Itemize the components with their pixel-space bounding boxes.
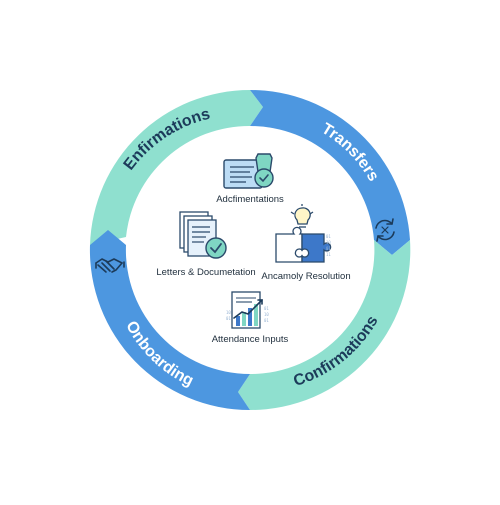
- center-label-ancamoly: Ancamoly Resolution: [261, 271, 351, 282]
- center-label-adcfimentations: Adcfimentations: [216, 194, 284, 205]
- svg-text:10: 10: [264, 312, 269, 317]
- svg-text:10: 10: [326, 240, 331, 245]
- refresh-icon: [375, 218, 395, 242]
- cycle-segment-onboarding: [89, 230, 250, 410]
- svg-text:01: 01: [226, 316, 231, 321]
- svg-text:01: 01: [264, 318, 269, 323]
- center-label-letters: Letters & Documetation: [156, 267, 256, 278]
- handshake-icon: [95, 258, 125, 273]
- certificate-document-icon: [223, 153, 274, 189]
- cycle-segment-transfers: [250, 89, 410, 255]
- svg-text:10: 10: [226, 310, 231, 315]
- stacked-letters-icon: [179, 211, 227, 259]
- svg-text:01: 01: [264, 306, 269, 311]
- svg-text:01: 01: [326, 246, 331, 251]
- svg-text:11: 11: [326, 252, 331, 257]
- center-label-attendance: Attendance Inputs: [211, 334, 289, 345]
- cycle-segment-confirmations: [238, 240, 411, 411]
- cycle-segment-enfirmations: [90, 90, 263, 245]
- svg-text:01: 01: [326, 234, 331, 239]
